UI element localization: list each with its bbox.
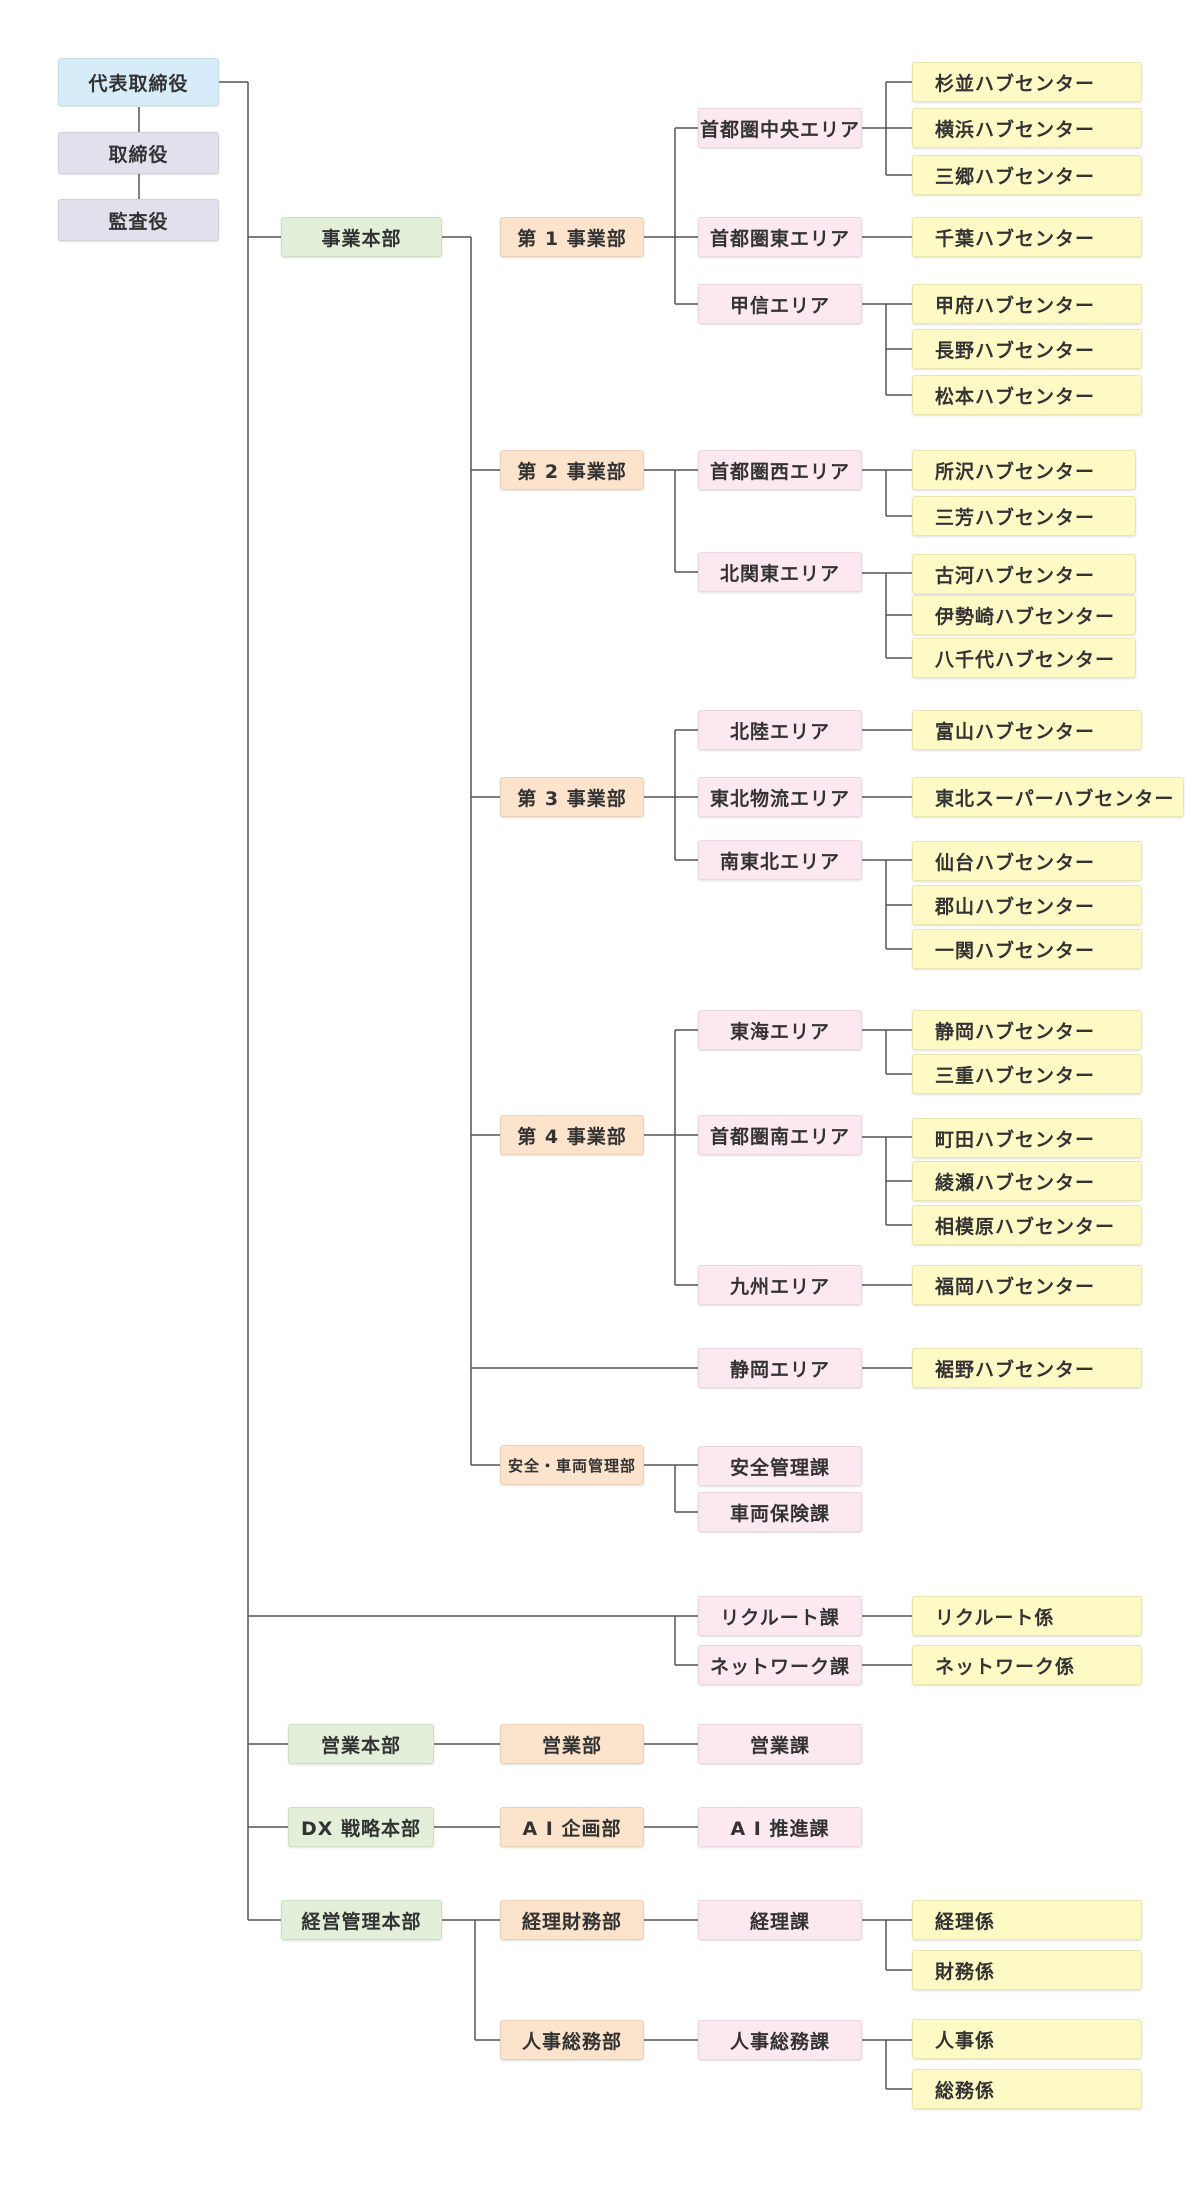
org-box-h-sagamihara: 相模原ハブセンター: [912, 1205, 1142, 1245]
org-box-h-chiba: 千葉ハブセンター: [912, 217, 1142, 257]
org-box-s-safety: 安全管理課: [698, 1446, 862, 1486]
org-box-a-shizuoka: 静岡エリア: [698, 1348, 862, 1388]
org-box-a-kyushu: 九州エリア: [698, 1265, 862, 1305]
org-box-s-hr: 人事総務課: [698, 2020, 862, 2060]
org-box-ceo: 代表取締役: [58, 58, 219, 106]
org-box-h-yachiyo: 八千代ハブセンター: [912, 638, 1136, 678]
org-box-s-insurance: 車両保険課: [698, 1492, 862, 1532]
org-box-h-koriyama: 郡山ハブセンター: [912, 885, 1142, 925]
org-box-h-fukuoka: 福岡ハブセンター: [912, 1265, 1142, 1305]
org-box-a-minami-tohoku: 南東北エリア: [698, 840, 862, 880]
org-box-h-misato: 三郷ハブセンター: [912, 155, 1142, 195]
org-box-h-tohoku-super: 東北スーパーハブセンター: [912, 777, 1184, 817]
org-box-d-ai: A I 企画部: [500, 1807, 644, 1847]
org-box-u-accounting: 経理係: [912, 1900, 1142, 1940]
org-box-h-suginami: 杉並ハブセンター: [912, 62, 1142, 102]
org-box-a-shutoken-minami: 首都圏南エリア: [698, 1115, 862, 1155]
org-box-a-tokai: 東海エリア: [698, 1010, 862, 1050]
org-box-h-yokohama: 横浜ハブセンター: [912, 108, 1142, 148]
org-box-h-machida: 町田ハブセンター: [912, 1118, 1142, 1158]
org-box-h-shizuoka: 静岡ハブセンター: [912, 1010, 1142, 1050]
org-box-d2: 第 2 事業部: [500, 450, 644, 490]
org-box-u-hr: 人事係: [912, 2019, 1142, 2059]
org-box-h-ayase: 綾瀬ハブセンター: [912, 1161, 1142, 1201]
org-box-s-accounting: 経理課: [698, 1900, 862, 1940]
org-box-a-shutoken-higashi: 首都圏東エリア: [698, 217, 862, 257]
org-box-u-recruit: リクルート係: [912, 1596, 1142, 1636]
org-box-h-susono: 裾野ハブセンター: [912, 1348, 1142, 1388]
org-box-a-shutoken-nishi: 首都圏西エリア: [698, 450, 862, 490]
org-box-d-sales: 営業部: [500, 1724, 644, 1764]
org-box-auditor: 監査役: [58, 199, 219, 241]
org-box-d3: 第 3 事業部: [500, 777, 644, 817]
org-box-s-ai: A I 推進課: [698, 1807, 862, 1847]
org-box-s-network: ネットワーク課: [698, 1645, 862, 1685]
org-box-u-ga: 総務係: [912, 2069, 1142, 2109]
org-box-h-matsumoto: 松本ハブセンター: [912, 375, 1142, 415]
org-box-h-nagano: 長野ハブセンター: [912, 329, 1142, 369]
org-box-h-isesaki: 伊勢崎ハブセンター: [912, 595, 1136, 635]
org-box-sales-hq: 営業本部: [288, 1724, 434, 1764]
org-box-d-hr: 人事総務部: [500, 2020, 644, 2060]
org-box-h-toyama: 富山ハブセンター: [912, 710, 1142, 750]
org-box-a-shutoken-chuo: 首都圏中央エリア: [698, 108, 862, 148]
org-box-d-finance: 経理財務部: [500, 1900, 644, 1940]
org-box-a-koshin: 甲信エリア: [698, 284, 862, 324]
org-box-h-koga: 古河ハブセンター: [912, 554, 1136, 594]
org-box-h-sendai: 仙台ハブセンター: [912, 841, 1142, 881]
org-box-s-sales: 営業課: [698, 1724, 862, 1764]
org-box-ops-hq: 事業本部: [281, 217, 442, 257]
org-box-mgmt-hq: 経営管理本部: [281, 1900, 442, 1940]
org-box-dx-hq: DX 戦略本部: [288, 1807, 434, 1847]
org-box-a-kitakanto: 北関東エリア: [698, 552, 862, 592]
org-box-u-finance: 財務係: [912, 1950, 1142, 1990]
org-box-d-safety: 安全・車両管理部: [500, 1445, 644, 1485]
org-box-d4: 第 4 事業部: [500, 1115, 644, 1155]
org-box-h-miyoshi: 三芳ハブセンター: [912, 496, 1136, 536]
org-box-h-ichinoseki: 一関ハブセンター: [912, 929, 1142, 969]
org-box-h-tokorozawa: 所沢ハブセンター: [912, 450, 1136, 490]
org-box-director: 取締役: [58, 132, 219, 174]
org-box-d1: 第 1 事業部: [500, 217, 644, 257]
org-box-h-kofu: 甲府ハブセンター: [912, 284, 1142, 324]
org-box-u-network: ネットワーク係: [912, 1645, 1142, 1685]
org-box-a-tohoku-butsuryu: 東北物流エリア: [698, 777, 862, 817]
org-box-s-recruit: リクルート課: [698, 1596, 862, 1636]
org-box-h-mie: 三重ハブセンター: [912, 1054, 1142, 1094]
org-box-a-hokuriku: 北陸エリア: [698, 710, 862, 750]
